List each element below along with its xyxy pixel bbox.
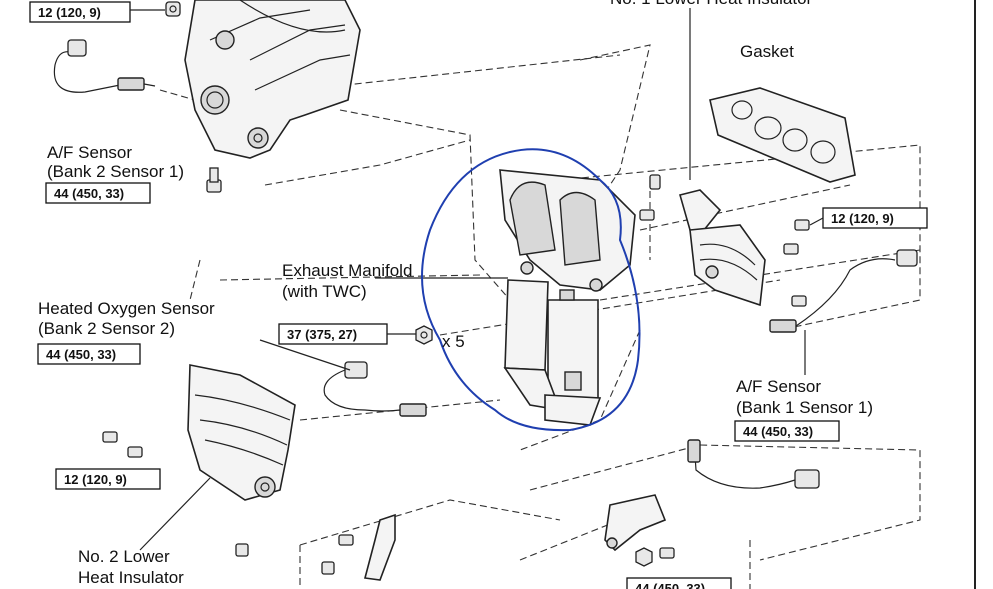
torque-spec-manifold-nut: 37 (375, 27) — [278, 323, 388, 345]
af-sensor-bank2-icon — [53, 39, 156, 93]
label-af-sensor-bank2-position: (Bank 2 Sensor 1) — [47, 162, 184, 181]
label-gasket: Gasket — [740, 42, 794, 61]
svg-text:44 (450, 33): 44 (450, 33) — [46, 347, 116, 362]
svg-text:44 (450, 33): 44 (450, 33) — [54, 186, 124, 201]
label-af-sensor-bank2: A/F Sensor — [47, 143, 132, 162]
torque-spec-hos: 44 (450, 33) — [37, 343, 141, 365]
svg-text:44 (450, 33): 44 (450, 33) — [743, 424, 813, 439]
torque-spec-bottom-left: 12 (120, 9) — [55, 468, 161, 490]
label-heated-oxygen-sensor-position: (Bank 2 Sensor 2) — [38, 319, 175, 338]
torque-spec-af-bank2: 44 (450, 33) — [45, 182, 151, 204]
bolt-icon — [206, 167, 222, 193]
torque-spec-top-left: 12 (120, 9) — [29, 1, 131, 23]
nut-icon — [415, 325, 433, 345]
bolt-icon — [165, 1, 181, 17]
bracket-icon — [363, 513, 396, 581]
label-af-sensor-bank1-position: (Bank 1 Sensor 1) — [736, 398, 873, 417]
label-no1-lower-heat-insulator: No. 1 Lower Heat Insulator — [610, 0, 813, 8]
bracket-icon — [604, 494, 675, 567]
annotation-circle — [421, 148, 641, 432]
torque-spec-af-bank1: 44 (450, 33) — [734, 420, 840, 442]
label-x5: x 5 — [442, 332, 465, 351]
gasket-icon — [709, 87, 856, 183]
svg-text:37 (375, 27): 37 (375, 27) — [287, 327, 357, 342]
label-exhaust-manifold-twc: (with TWC) — [282, 282, 367, 301]
bolt-icon — [639, 174, 810, 307]
label-heated-oxygen-sensor: Heated Oxygen Sensor — [38, 299, 215, 318]
no1-lower-heat-insulator — [679, 189, 766, 307]
svg-text:12 (120, 9): 12 (120, 9) — [38, 5, 101, 20]
svg-text:12 (120, 9): 12 (120, 9) — [831, 211, 894, 226]
upper-heat-insulator — [184, 0, 361, 159]
leader-line — [139, 477, 211, 551]
torque-spec-bottom-right: 44 (450, 33) — [626, 577, 732, 589]
label-exhaust-manifold: Exhaust Manifold — [282, 261, 412, 280]
leader-line — [809, 217, 824, 226]
leader-line — [259, 339, 351, 371]
no2-lower-heat-insulator — [187, 364, 296, 501]
oxygen-sensor-icon — [687, 439, 820, 489]
exhaust-manifold-icon — [499, 169, 636, 426]
torque-spec-right-bolt: 12 (120, 9) — [822, 207, 928, 229]
bolt-icon — [102, 431, 354, 575]
heated-oxygen-sensor-icon — [323, 361, 427, 417]
label-af-sensor-bank1: A/F Sensor — [736, 377, 821, 396]
svg-text:44 (450, 33): 44 (450, 33) — [635, 581, 705, 589]
label-no2-lower: No. 2 Lower — [78, 547, 170, 566]
label-heat-insulator: Heat Insulator — [78, 568, 184, 587]
svg-text:12 (120, 9): 12 (120, 9) — [64, 472, 127, 487]
labels: No. 1 Lower Heat Insulator Gasket A/F Se… — [38, 0, 873, 587]
af-sensor-bank1-icon — [769, 249, 918, 333]
